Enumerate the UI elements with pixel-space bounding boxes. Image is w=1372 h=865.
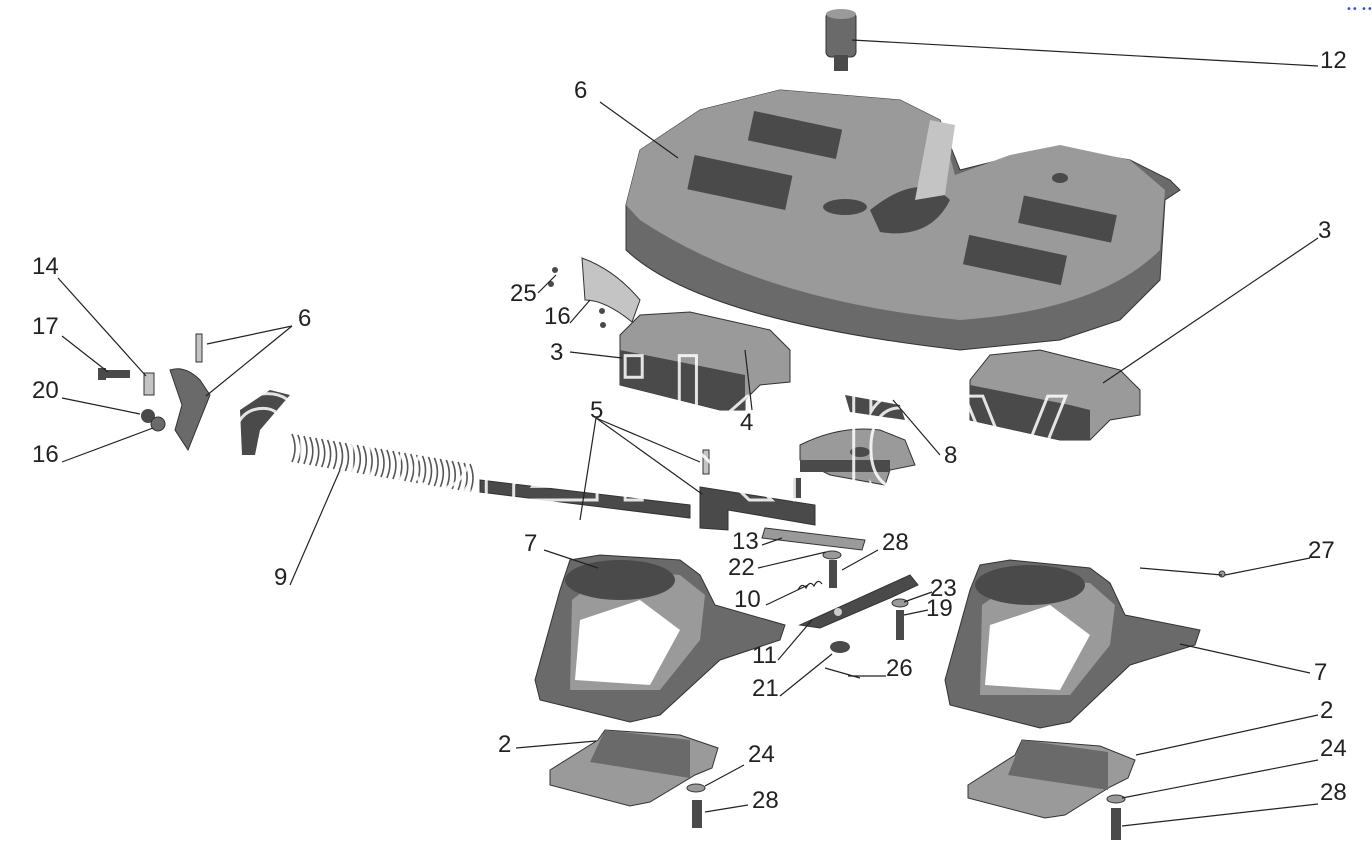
callout-labels: 12 6 3 14 17 6 20 16 25 16 3 5 4 8 9 7 1… — [32, 47, 1347, 814]
callout-6-plate: 6 — [574, 77, 587, 104]
part-24-washer-left — [686, 783, 706, 793]
callout-25: 25 — [510, 280, 537, 307]
callout-2-right: 2 — [1320, 697, 1333, 724]
callout-16-washer: 16 — [32, 441, 59, 468]
part-21-nut — [830, 641, 850, 653]
part-22-washer — [822, 550, 842, 560]
part-6-bracket — [169, 333, 290, 455]
callout-6-bracket: 6 — [298, 305, 311, 332]
callout-19: 19 — [926, 595, 953, 622]
callout-26: 26 — [886, 655, 913, 682]
watermark: mazik.by — [200, 324, 1074, 545]
callout-17: 17 — [32, 313, 59, 340]
callout-28-left: 28 — [752, 787, 779, 814]
callout-4: 4 — [740, 409, 753, 436]
callout-7-right: 7 — [1314, 659, 1327, 686]
callout-3-right: 3 — [1318, 217, 1331, 244]
callout-3-left: 3 — [550, 339, 563, 366]
part-25-screws — [548, 267, 606, 328]
callout-14: 14 — [32, 253, 59, 280]
callout-28-mid: 28 — [882, 529, 909, 556]
callout-22: 22 — [728, 554, 755, 581]
callout-12: 12 — [1320, 47, 1347, 74]
part-3-left-pad — [619, 311, 791, 411]
callout-27: 27 — [1308, 537, 1335, 564]
part-16-washer — [150, 416, 166, 432]
part-3-right-pad — [969, 349, 1141, 441]
part-10-spring-small — [797, 580, 823, 591]
callout-24-left: 24 — [748, 741, 775, 768]
part-27-pin — [1218, 570, 1226, 578]
callout-28-right: 28 — [1320, 779, 1347, 806]
part-5-rod — [479, 449, 816, 531]
callout-16-shield: 16 — [544, 303, 571, 330]
part-6-fifth-wheel-plate — [625, 89, 1181, 351]
callout-8: 8 — [944, 442, 957, 469]
part-16-shield — [581, 257, 641, 323]
part-17-bolt — [98, 368, 130, 380]
callout-10: 10 — [734, 586, 761, 613]
part-13-plate — [761, 527, 866, 551]
callout-20: 20 — [32, 377, 59, 404]
callout-24-right: 24 — [1320, 735, 1347, 762]
corner-mark: •• ••• — [1346, 4, 1372, 15]
callout-23: 23 — [930, 575, 957, 602]
callout-7-left: 7 — [524, 530, 537, 557]
callout-9: 9 — [274, 564, 287, 591]
part-28-bolt-right — [1111, 808, 1121, 840]
part-7-right-bracket — [944, 559, 1201, 729]
part-28-bolt-small — [829, 560, 837, 588]
part-12-pin — [825, 9, 857, 71]
callout-11: 11 — [752, 642, 777, 669]
callout-21: 21 — [752, 675, 779, 702]
part-2-right-base — [967, 739, 1136, 819]
part-19-bolt — [896, 610, 904, 640]
part-28-bolt-left — [692, 800, 702, 828]
part-23-washer — [891, 598, 909, 608]
part-11-latch — [798, 574, 919, 629]
part-9-spring — [291, 433, 474, 493]
callout-2-left: 2 — [498, 731, 511, 758]
part-2-left-base — [549, 729, 719, 807]
part-8-lock-plate — [799, 395, 916, 486]
part-14-bushing — [143, 372, 155, 396]
part-7-left-bracket — [534, 554, 786, 723]
part-20-nut — [141, 409, 155, 423]
callout-5: 5 — [590, 397, 603, 424]
leader-lines — [57, 39, 1319, 827]
part-24-washer-right — [1106, 794, 1126, 804]
spring-coils — [291, 433, 474, 493]
callout-13: 13 — [732, 528, 759, 555]
